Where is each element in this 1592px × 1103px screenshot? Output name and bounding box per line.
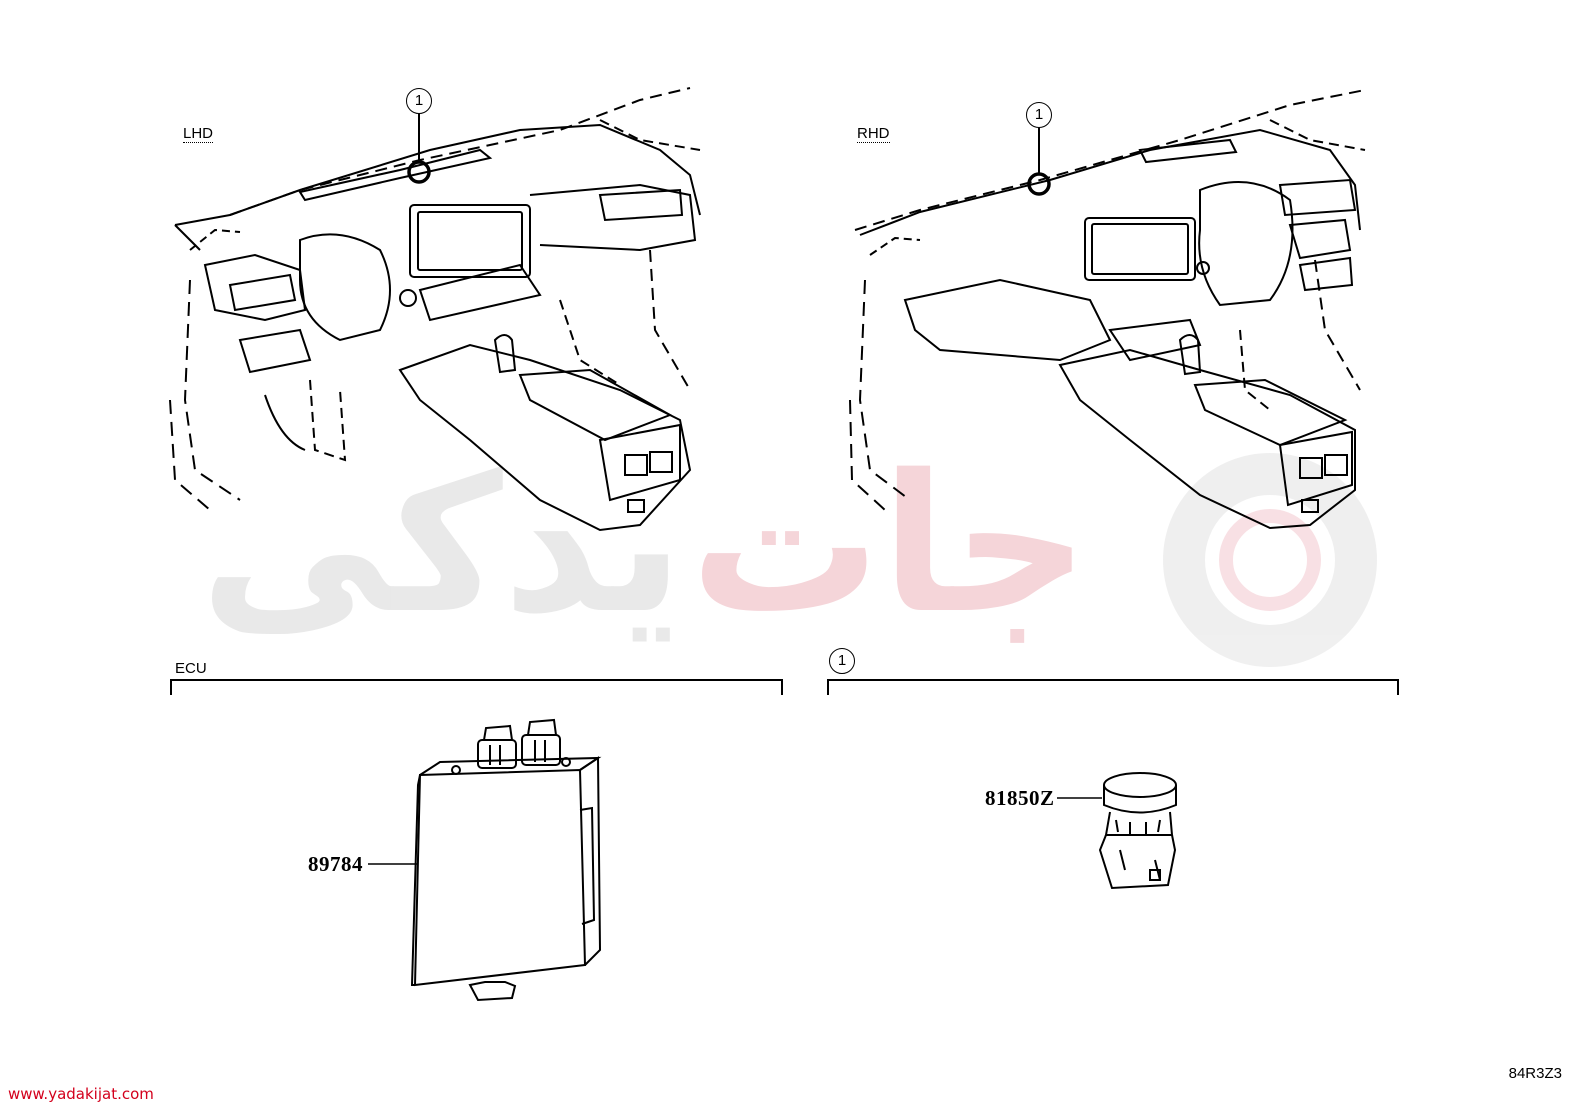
- rhd-dashboard-illustration: [849, 89, 1366, 530]
- ecu-part-number[interactable]: 89784: [308, 852, 363, 876]
- switch-section-callout: 1: [829, 648, 855, 674]
- lhd-view-label: LHD: [183, 125, 214, 143]
- rhd-view-label: RHD: [857, 125, 890, 143]
- switch-part-number[interactable]: 81850Z: [985, 786, 1055, 810]
- watermark-red-text: جات: [690, 434, 1090, 655]
- lhd-dashboard-illustration: [169, 87, 701, 532]
- lhd-callout-number: 1: [406, 88, 432, 114]
- website-url[interactable]: www.yadakijat.com: [8, 1085, 154, 1103]
- switch-section-bracket: [827, 679, 1399, 695]
- watermark-gray-text: یدکی: [200, 434, 684, 655]
- diagram-code: 84R3Z3: [1508, 1065, 1562, 1082]
- ecu-unit-drawing: [410, 718, 602, 1002]
- ecu-section-label: ECU: [175, 660, 207, 677]
- ecu-section-bracket: [170, 679, 783, 695]
- watermark-logo-icon: [1163, 453, 1377, 667]
- rhd-callout-number: 1: [1026, 102, 1052, 128]
- switch-part-drawing: [1098, 772, 1177, 890]
